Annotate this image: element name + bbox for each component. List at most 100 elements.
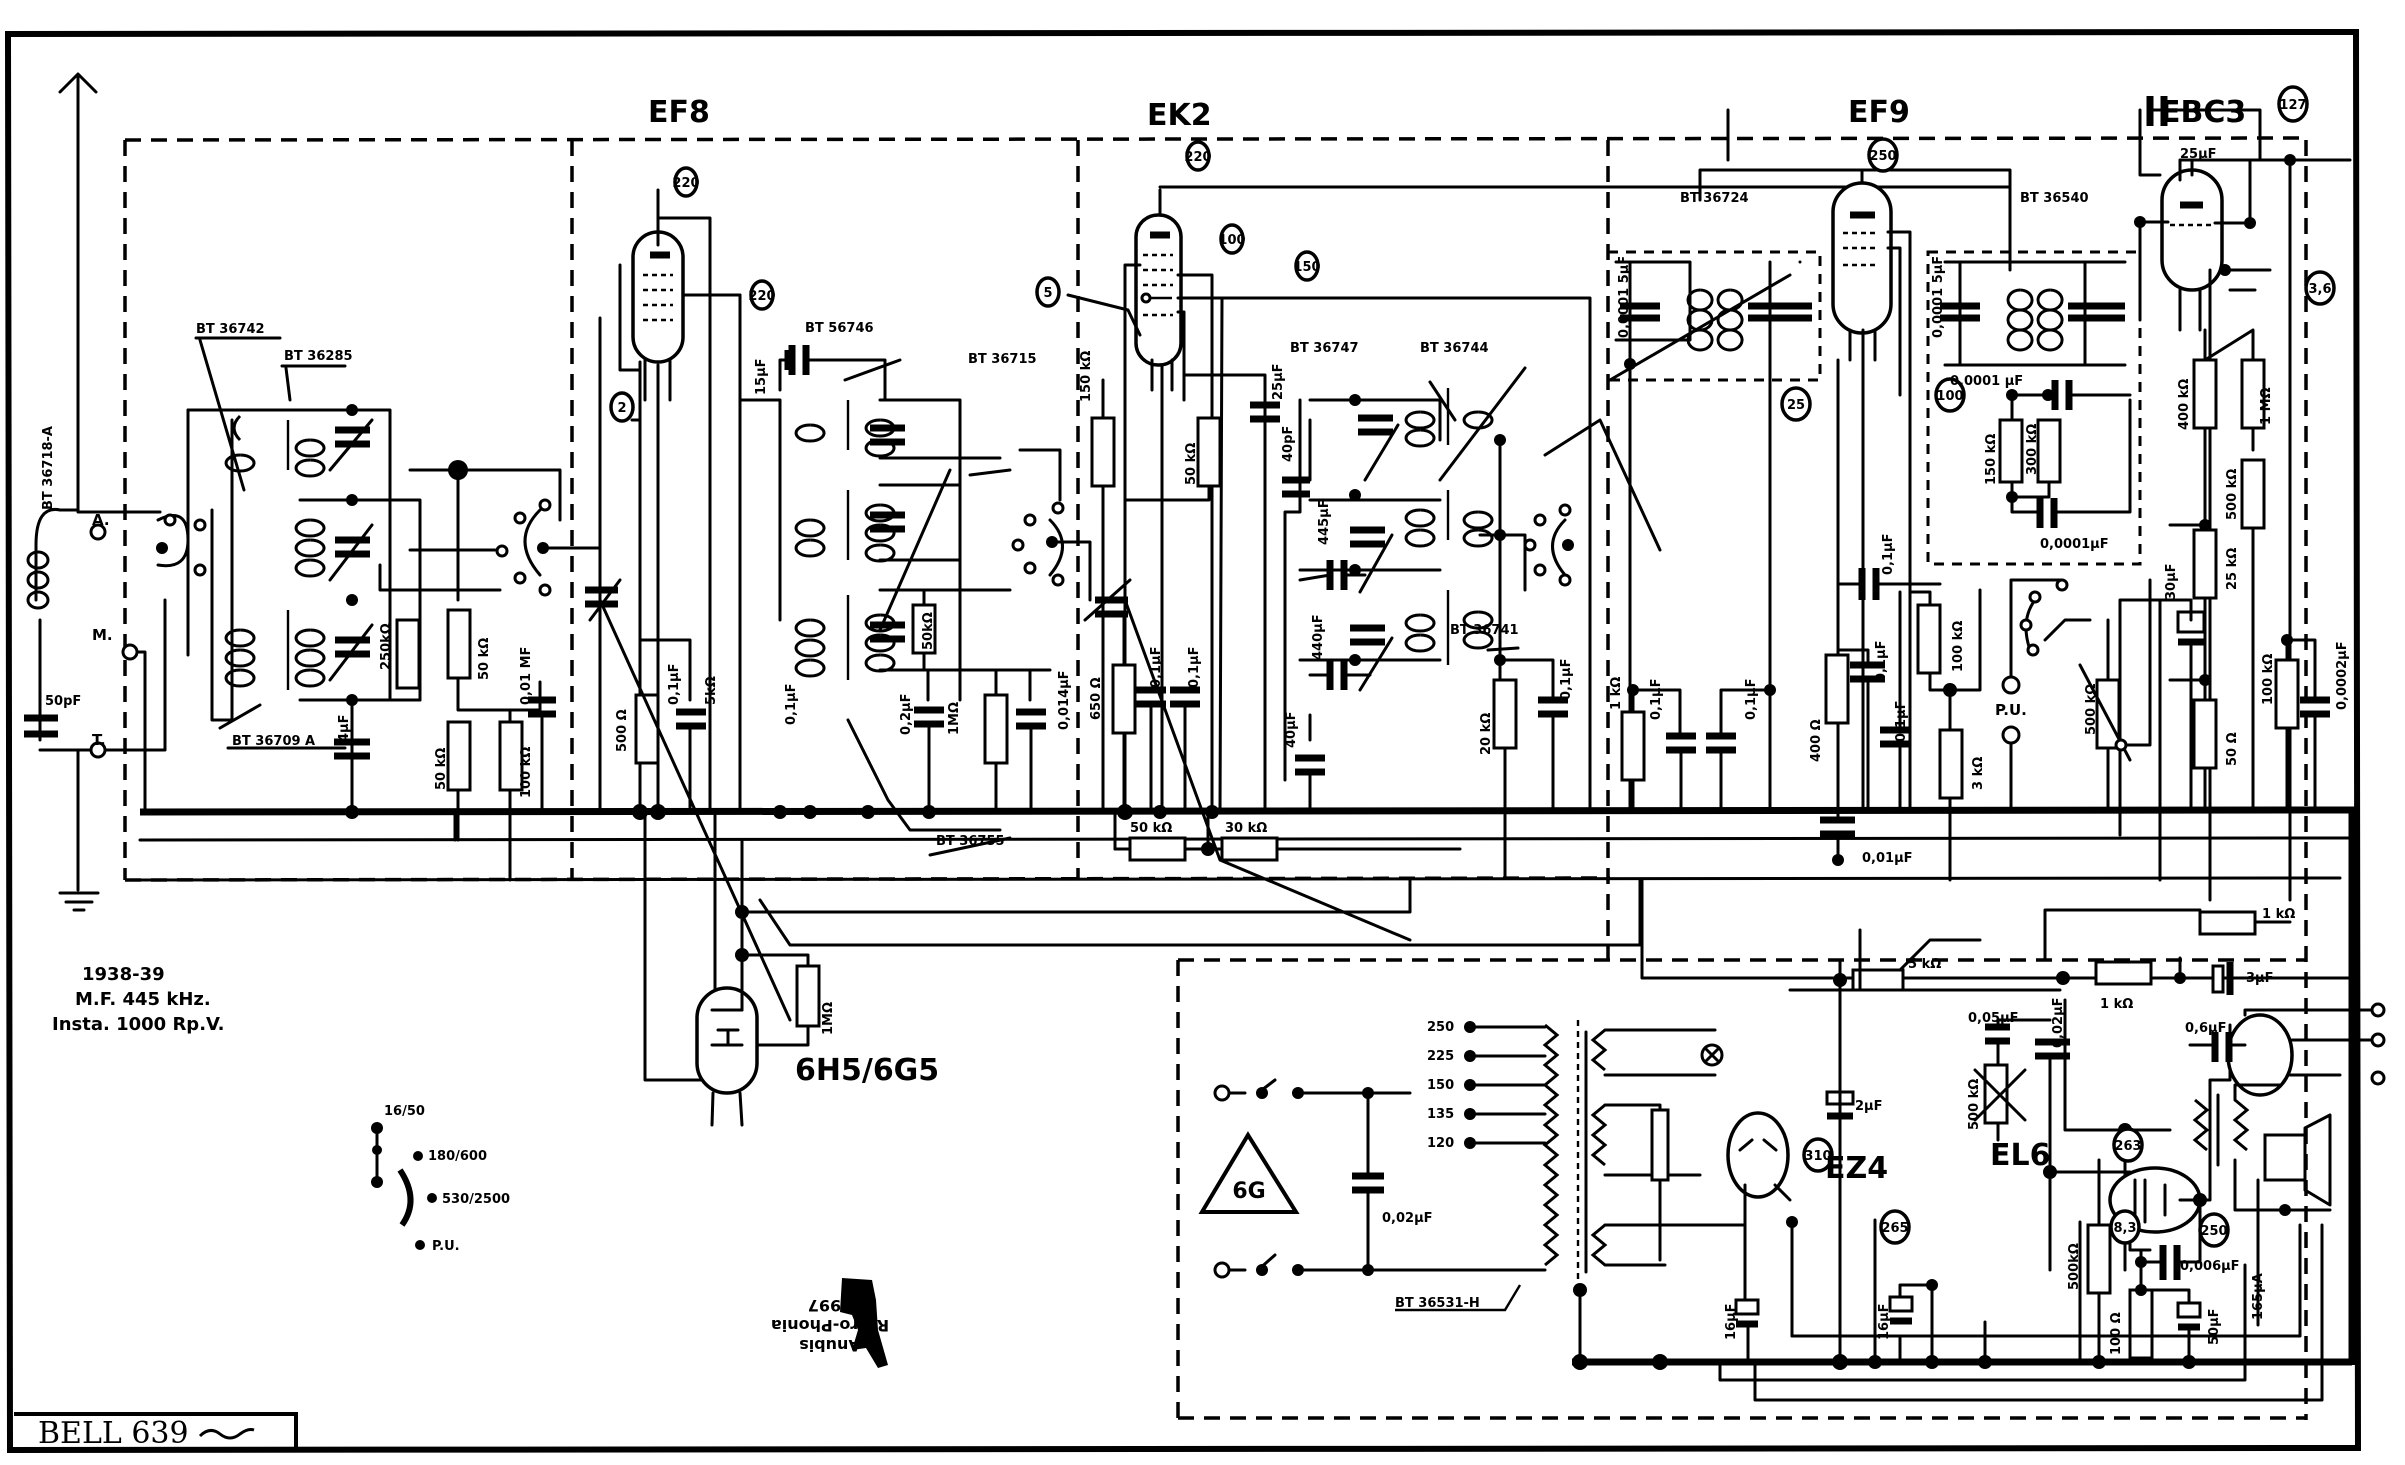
ground-bus [128,806,2356,1366]
note-if-frequency: M.F. 445 kHz. [75,989,211,1010]
component-label: 440µF [1311,614,1326,660]
voltage-badge: 220 [1184,140,1212,172]
component-label: 500kΩ [2067,1243,2082,1290]
component-label: 50 kΩ [477,638,492,680]
component-label: 5 kΩ [1908,957,1941,972]
component-label: 0,05µF [1968,1011,2019,1026]
mains-tap-label: 150 [1427,1078,1454,1093]
voltage-badge: 220 [748,279,776,311]
component-label: 0,1µF [667,664,682,705]
component-label: 0,01µF [1862,851,1913,866]
component-label: 0,1µF [1187,647,1202,688]
tube-label-el6: EL6 [1990,1138,2050,1173]
badge-text: 263 [2114,1139,2141,1154]
component-label: 250kΩ [379,623,394,670]
component-label: 40µF [1284,711,1299,748]
component-label: 165µA [2251,1273,2266,1320]
component-label: 400 kΩ [2177,379,2192,430]
warning-triangle-text: 6G [1232,1179,1265,1204]
component-labels: 50pF 4µF 250kΩ 50 kΩ 50 kΩ 0,01 MF 100 k… [45,147,2350,1355]
component-label: 500 Ω [615,709,630,752]
component-label: 1MΩ [947,702,962,735]
band-position-label: 180/600 [428,1149,487,1164]
component-label: 1 kΩ [1609,677,1624,710]
component-label: 0,1µF [1874,641,1889,682]
voltage-badge: 250 [1867,137,1899,173]
pickup-terminal-label: P.U. [1995,701,2027,719]
mains-tap-label: 135 [1427,1107,1454,1122]
badge-text: 150 [1293,260,1320,275]
component-label: 0,02µF [2051,997,2066,1048]
component-label: 50 kΩ [1130,821,1172,836]
anubis-logo [840,1278,888,1368]
transformer-ref: BT 36742 [196,322,265,337]
tube-label-6h5: 6H5/6G5 [795,1053,939,1088]
component-label: 1 kΩ [2100,997,2133,1012]
component-label: 30 kΩ [1225,821,1267,836]
component-label: 0,6µF [2185,1021,2226,1036]
transformer-refs: BT 36718-A BT 36742 BT 36285 BT 36709 A … [41,191,2089,1312]
component-label: 1 MΩ [2259,387,2274,425]
warning-triangle: 6G [1198,1131,1300,1214]
band-position-label: 16/50 [384,1104,425,1119]
component-label: 40pF [1281,426,1296,462]
component-label: 16µF [1877,1303,1892,1340]
credit-line: Anubis [799,1336,861,1355]
component-label: 15µF [754,358,769,395]
badge-text: 250 [2200,1224,2227,1239]
component-label: 0,2µF [899,694,914,735]
voltage-badge: 265 [1879,1209,1911,1245]
component-label: 50kΩ [921,612,936,650]
component-label: 0,1µF [1881,534,1896,575]
transformer-ref: BT 36715 [968,352,1037,367]
transformer-ref: BT 36724 [1680,191,1749,206]
component-label: 50µF [2207,1308,2222,1345]
mains-tap-label: 120 [1427,1136,1454,1151]
transformer-ref: BT 36744 [1420,341,1489,356]
component-label: 400 Ω [1809,719,1824,762]
badge-text: 25 [1787,398,1805,413]
note-year: 1938-39 [82,964,165,985]
voltage-badge: 100 [1934,377,1966,413]
voltage-badges: 220 220 220 100 150 2 5 250 25 100 127 3… [609,85,2336,1248]
badge-text: 3,6 [2308,282,2331,297]
ef8-osc-coils [738,293,1092,857]
component-label: 1 kΩ [2262,907,2295,922]
ek2-osc-coils [1282,366,1662,880]
badge-text: 265 [1881,1221,1908,1236]
badge-text: 250 [1869,149,1896,164]
component-label: 100 kΩ [1951,621,1966,672]
earth-terminal-label: T. [92,731,106,749]
badge-text: 127 [2279,98,2306,113]
tube-label-ek2: EK2 [1147,98,1212,133]
badge-text: 8,3 [2113,1221,2136,1236]
component-label: 2µF [1855,1099,1883,1114]
component-label: 0,02µF [1382,1211,1433,1226]
component-label: 500 kΩ [2084,684,2099,735]
component-label: 150 kΩ [1079,351,1094,402]
mains-tap-label: 250 [1427,1020,1454,1035]
component-label: 0,1µF [1894,701,1909,742]
component-label: 0,1µF [1559,659,1574,700]
component-label: 150 kΩ [1984,434,1999,485]
component-label: 0,006µF [2180,1259,2240,1274]
component-label: 445µF [1317,499,1332,545]
tube-label-ebc3: EBC3 [2160,95,2246,130]
component-label: 20 kΩ [1479,713,1494,755]
component-label: 0,014µF [1057,670,1072,730]
voltage-badge: 220 [672,166,700,198]
component-label: 0,0001µF [2040,537,2109,552]
tube-label-ez4: EZ4 [1825,1151,1888,1186]
model-title-box: BELL 639 [14,1412,298,1451]
badge-text: 100 [1936,389,1963,404]
badge-text: 220 [748,289,775,304]
component-label: 25µF [2180,147,2217,162]
badge-text: 220 [1184,150,1211,165]
component-label: 0,0002µF [2335,641,2350,710]
tube-label-ef9: EF9 [1848,95,1910,130]
component-label: 50pF [45,694,81,709]
component-label: 0,1µF [1744,679,1759,720]
component-label: 16µF [1724,1303,1739,1340]
voltage-badge: 127 [2277,85,2309,123]
tube-ef9 [1608,108,2132,882]
